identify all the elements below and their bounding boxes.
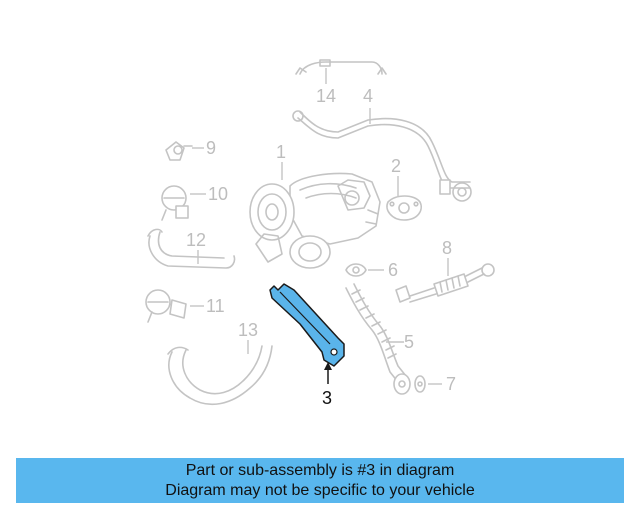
callout-13[interactable]: 13 [238, 320, 258, 340]
callout-1[interactable]: 1 [276, 142, 286, 162]
callout-3[interactable]: 3 [322, 388, 332, 408]
part-1-turbocharger[interactable] [249, 172, 381, 269]
callout-9[interactable]: 9 [206, 138, 216, 158]
callout-14[interactable]: 14 [316, 86, 336, 106]
callout-12[interactable]: 12 [186, 230, 206, 250]
callout-6[interactable]: 6 [388, 260, 398, 280]
callout-11[interactable]: 11 [206, 296, 225, 316]
callout-4[interactable]: 4 [363, 86, 373, 106]
part-4-oil-line[interactable] [292, 110, 472, 202]
part-10-valve[interactable] [161, 185, 189, 221]
callout-7[interactable]: 7 [446, 374, 456, 394]
part-7-washer[interactable] [414, 375, 426, 393]
info-banner: Part or sub-assembly is #3 in diagram Di… [16, 458, 624, 503]
callout-10[interactable]: 10 [208, 184, 228, 204]
callout-2[interactable]: 2 [391, 156, 401, 176]
callout-5[interactable]: 5 [404, 332, 414, 352]
part-9-sensor[interactable] [165, 141, 193, 161]
part-3-bracket-highlighted[interactable] [269, 283, 345, 367]
part-6-gasket[interactable] [345, 263, 367, 277]
banner-line-2: Diagram may not be specific to your vehi… [165, 481, 475, 499]
callout-8[interactable]: 8 [442, 238, 452, 258]
part-11-valve[interactable] [145, 289, 187, 323]
parts-diagram: 14 4 9 1 2 [145, 59, 495, 408]
part-5-oil-return[interactable] [345, 283, 411, 395]
part-13-hose[interactable] [167, 345, 273, 406]
banner-line-1: Part or sub-assembly is #3 in diagram [185, 461, 455, 479]
part-2-gasket[interactable] [386, 195, 422, 221]
part-8-line[interactable] [395, 263, 495, 303]
leader-3-arrowhead [324, 362, 332, 370]
part-14-hose[interactable] [295, 59, 387, 75]
part-12-hose[interactable] [147, 228, 236, 269]
